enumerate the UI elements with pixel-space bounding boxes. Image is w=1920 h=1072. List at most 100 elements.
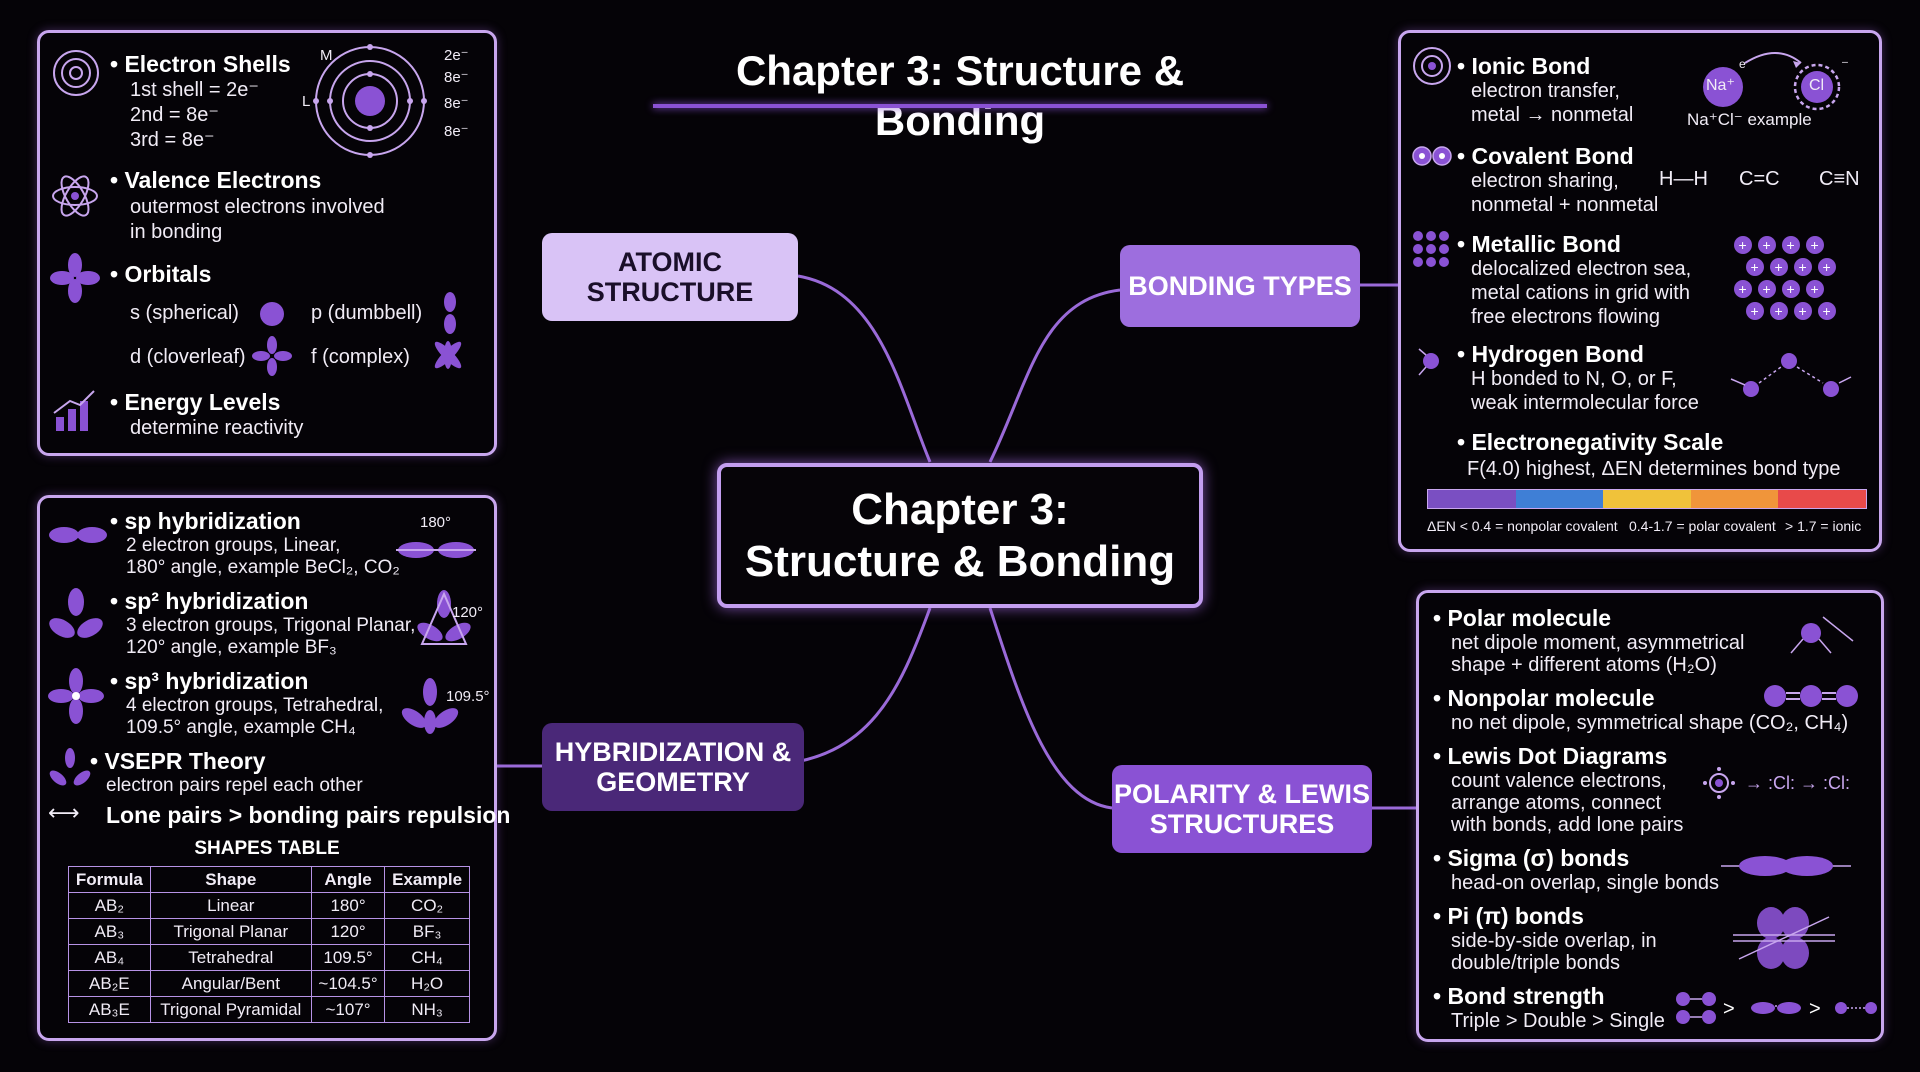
shells-title: • Electron Shells bbox=[110, 51, 291, 77]
metallic-sea-icon: ++++++++++++++++ bbox=[1734, 236, 1836, 320]
pi-title: • Pi (π) bonds bbox=[1433, 903, 1584, 929]
metal-cation bbox=[1806, 236, 1824, 254]
ionic-line2: metal → nonmetal bbox=[1471, 104, 1634, 126]
shell-label-e1: 2e⁻ bbox=[444, 47, 469, 64]
table-cell: 180° bbox=[310, 892, 386, 919]
cation-charge: + bbox=[1811, 237, 1819, 253]
en-title: • Electronegativity Scale bbox=[1457, 429, 1724, 455]
cation-charge: + bbox=[1763, 237, 1771, 253]
shells-line3: 3rd = 8e⁻ bbox=[130, 129, 215, 151]
shapes-table-caption: SHAPES TABLE bbox=[194, 838, 340, 859]
cation-charge: + bbox=[1811, 281, 1819, 297]
table-cell: Trigonal Pyramidal bbox=[149, 996, 312, 1023]
atomic-structure-node[interactable]: ATOMIC STRUCTURE bbox=[542, 233, 798, 321]
hybridization-node[interactable]: HYBRIDIZATION & GEOMETRY bbox=[542, 723, 804, 811]
cation-charge: + bbox=[1739, 281, 1747, 297]
metal-cation bbox=[1758, 236, 1776, 254]
sigma-title: • Sigma (σ) bonds bbox=[1433, 845, 1630, 871]
svg-text:>: > bbox=[1723, 998, 1735, 1020]
lone-pairs-title: Lone pairs > bonding pairs repulsion bbox=[106, 802, 511, 828]
cation-charge: + bbox=[1775, 303, 1783, 319]
ionic-electron: e bbox=[1739, 57, 1746, 71]
table-header-cell: Example bbox=[384, 866, 470, 893]
lewis-line3: with bonds, add lone pairs bbox=[1451, 814, 1684, 836]
f-orbital-icon bbox=[434, 341, 462, 369]
atomic-structure-panel: • Electron Shells 1st shell = 2e⁻ 2nd = … bbox=[37, 30, 497, 456]
sp-geometry-icon bbox=[396, 542, 476, 558]
center-line2: Structure & Bonding bbox=[744, 536, 1176, 586]
title-underline bbox=[653, 104, 1267, 108]
nonpolar-title: • Nonpolar molecule bbox=[1433, 685, 1655, 711]
shell-label-m: M bbox=[320, 47, 333, 64]
cation-charge: + bbox=[1751, 259, 1759, 275]
table-header-cell: Formula bbox=[68, 866, 151, 893]
polar-line1: net dipole moment, asymmetrical bbox=[1451, 632, 1745, 654]
ionic-na: Na⁺ bbox=[1706, 77, 1735, 94]
polarity-panel: • Polar molecule net dipole moment, asym… bbox=[1416, 590, 1884, 1042]
table-cell: Linear bbox=[149, 892, 312, 919]
metal-cation bbox=[1818, 258, 1836, 276]
valence-atom-icon bbox=[52, 175, 98, 217]
sp2-angle: 120° bbox=[452, 604, 484, 621]
sp-orbital-icon bbox=[49, 527, 107, 543]
table-header-cell: Angle bbox=[310, 866, 386, 893]
hydrogen-line1: H bonded to N, O, or F, bbox=[1471, 368, 1677, 390]
vsepr-icon bbox=[49, 748, 91, 786]
page-title-text: Chapter 3: Structure & Bonding bbox=[735, 47, 1185, 144]
metallic-line2: metal cations in grid with bbox=[1471, 282, 1690, 304]
hydrogen-title: • Hydrogen Bond bbox=[1457, 341, 1644, 367]
orbital-f: f (complex) bbox=[311, 346, 410, 368]
metal-cation bbox=[1806, 280, 1824, 298]
sp3-orbital-icon bbox=[48, 668, 104, 724]
metal-cation bbox=[1818, 302, 1836, 320]
atomic-line1: ATOMIC bbox=[618, 247, 722, 277]
hydrogen-line2: weak intermolecular force bbox=[1471, 392, 1699, 414]
hydrogen-bond-icon bbox=[1730, 353, 1852, 397]
valence-line1: outermost electrons involved bbox=[130, 196, 385, 218]
svg-text:>: > bbox=[1809, 998, 1821, 1020]
sigma-line1: head-on overlap, single bonds bbox=[1451, 872, 1719, 894]
svg-text:→ :Cl: → :Cl:: → :Cl: → :Cl: bbox=[1745, 773, 1850, 793]
cation-charge: + bbox=[1739, 237, 1747, 253]
energy-levels-icon bbox=[53, 390, 95, 431]
polar-line2: shape + different atoms (H₂O) bbox=[1451, 654, 1717, 676]
bonding-types-node[interactable]: BONDING TYPES bbox=[1120, 245, 1360, 327]
nonpolar-line1: no net dipole, symmetrical shape (CO₂, C… bbox=[1451, 712, 1849, 734]
cation-charge: + bbox=[1799, 259, 1807, 275]
polarity-node[interactable]: POLARITY & LEWIS STRUCTURES bbox=[1112, 765, 1372, 853]
table-cell: Tetrahedral bbox=[149, 944, 312, 971]
metallic-title: • Metallic Bond bbox=[1457, 231, 1621, 257]
table-cell: AB₂E bbox=[68, 970, 151, 997]
cation-charge: + bbox=[1787, 281, 1795, 297]
energy-title: • Energy Levels bbox=[110, 389, 281, 415]
center-node[interactable]: Chapter 3: Structure & Bonding bbox=[717, 463, 1203, 608]
metal-cation bbox=[1794, 302, 1812, 320]
pi-bond-icon bbox=[1733, 907, 1835, 969]
ionic-caption: Na⁺Cl⁻ example bbox=[1687, 110, 1812, 129]
table-cell: ~107° bbox=[310, 996, 386, 1023]
metal-cation bbox=[1734, 280, 1752, 298]
ionic-cl: Cl bbox=[1809, 77, 1825, 94]
metal-cation bbox=[1782, 280, 1800, 298]
shell-label-e3: 8e⁻ bbox=[444, 95, 469, 112]
s-orbital-icon bbox=[260, 302, 284, 326]
p-orbital-icon bbox=[444, 292, 456, 334]
metal-cation bbox=[1734, 236, 1752, 254]
sigma-bond-icon bbox=[1721, 856, 1851, 876]
metal-cation bbox=[1770, 258, 1788, 276]
cation-charge: + bbox=[1775, 259, 1783, 275]
en-line1: F(4.0) highest, ΔEN determines bond type bbox=[1467, 458, 1841, 480]
sp-angle: 180° bbox=[420, 514, 452, 531]
table-cell: AB₂ bbox=[68, 892, 151, 919]
bond-strength-icon: >> bbox=[1676, 992, 1877, 1024]
co2-molecule-icon bbox=[1764, 685, 1858, 707]
table-cell: 120° bbox=[310, 918, 386, 945]
sp-title: • sp hybridization bbox=[110, 508, 301, 534]
strength-title: • Bond strength bbox=[1433, 983, 1605, 1009]
polarity-line1: POLARITY & LEWIS bbox=[1113, 779, 1370, 809]
table-cell: 109.5° bbox=[310, 944, 386, 971]
vsepr-title: • VSEPR Theory bbox=[90, 748, 266, 774]
strength-line1: Triple > Double > Single bbox=[1451, 1010, 1665, 1032]
